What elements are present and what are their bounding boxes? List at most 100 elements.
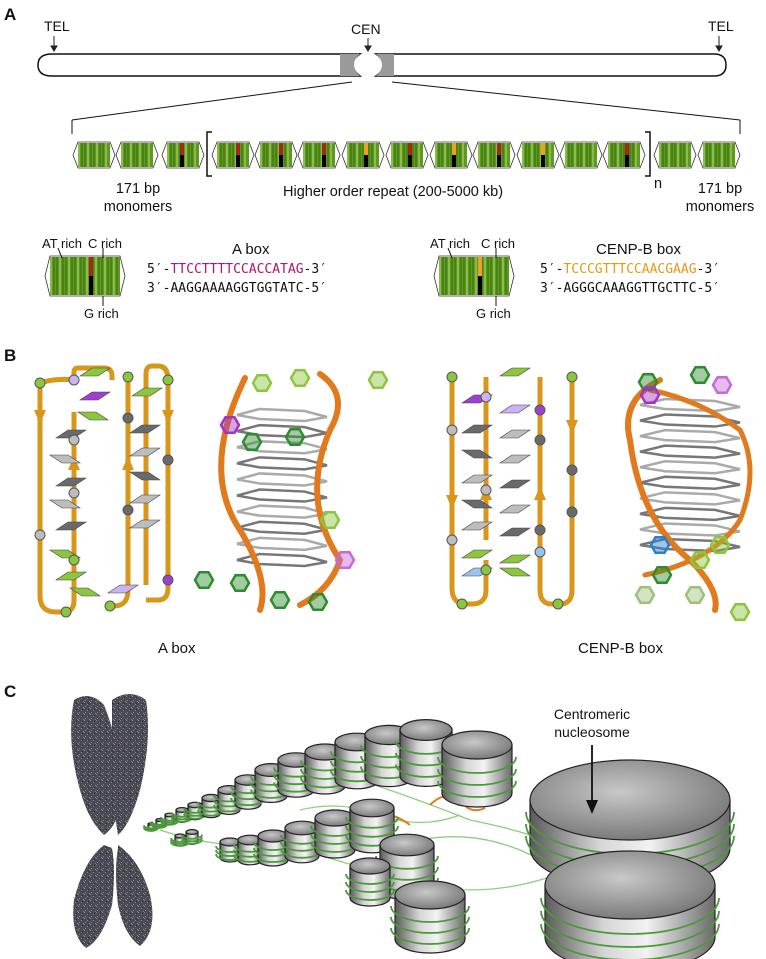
monomer-block [602,141,646,169]
base-stack [236,504,328,519]
nucleosome [345,857,395,907]
abox-g-rich-label: G rich [84,306,119,321]
g-quartet-base [499,454,531,464]
hor-label: Higher order repeat (200-5000 kb) [283,184,504,200]
g-quartet-base [129,519,161,529]
nucleotide-ring [269,590,291,610]
cenpb-at-rich-label: AT rich [430,236,470,251]
abox-c-rich-label: C rich [88,236,122,251]
nucleotide-ring [684,585,706,605]
g-quartet-base [55,571,87,581]
monomer-block [559,141,603,169]
cenpb-schematic [446,367,578,610]
g-quartet-base [461,521,493,531]
nucleosome-annotation-line1: Centromeric [553,706,631,722]
nucleotide-ring [639,385,661,405]
monomer-block [472,141,516,169]
abox-caption: A box [158,640,196,657]
monomer-block [516,141,560,169]
cenpb-top-strand: 5′-TCCCGTTTCCAACGAAG-3′ [540,262,721,277]
cenpb-bottom-strand: 3′-AGGGCAAAGGTTGCTTC-5′ [540,281,721,296]
nucleotide-ring [219,415,241,435]
nucleotide-ring [689,550,711,570]
base-stack [639,428,741,444]
nucleotide-ring [711,375,733,395]
monomer-block [433,255,515,297]
base-stack [639,444,741,459]
cenpb-helix-model [625,365,753,622]
nucleotide-ring [251,373,273,393]
monomers-left-line2: monomers [103,199,173,215]
g-quartet-base [461,424,493,434]
nucleotide-ring [307,592,329,612]
base-stack [639,475,741,491]
nucleosome [390,880,470,954]
nucleotide-ring [367,370,389,390]
abox-helix-model [193,368,389,613]
cenpb-c-rich-label: C rich [481,236,515,251]
monomers-right-line1: 171 bp [697,181,743,197]
g-quartet-base [499,479,531,489]
cenpb-caption: CENP-B box [578,640,664,657]
nucleotide-ring [729,602,751,622]
tel-left-label: TEL [44,18,70,34]
monomers-right-line2: monomers [685,199,755,215]
nucleotide-ring [649,535,671,555]
g-quartet-base [499,367,531,377]
g-quartet-base [79,367,111,377]
g-quartet-base [49,499,81,509]
g-quartet-base [107,584,139,594]
g-quartet-base [69,587,101,597]
g-quartet-base [129,494,161,504]
panel-a-label: A [4,5,17,24]
abox-top-sequence: TTCCTTTTCCACCATAG [170,262,304,277]
base-stack [236,456,328,471]
g-quartet-base [55,429,87,439]
abox-bottom-strand: 3′-AAGGAAAAGGTGGTATC-5′ [147,281,328,296]
base-stack [639,491,741,506]
g-quartet-base [461,474,493,484]
nucleosome [181,828,203,845]
cenpb-g-rich-label: G rich [476,306,511,321]
g-quartet-base [461,449,493,459]
g-quartet-base [131,387,163,397]
base-stack [639,413,741,428]
nucleotide-ring [634,585,656,605]
nucleotide-ring [193,570,215,590]
g-quartet-base [461,549,493,559]
g-quartet-base [49,454,81,464]
base-stack [236,536,328,552]
g-quartet-base [129,424,161,434]
abox-top-strand: 5′-TTCCTTTTCCACCATAG-3′ [147,262,328,277]
base-stack [236,488,328,503]
nucleotide-ring [241,432,263,452]
g-quartet-base [77,411,109,421]
g-quartet-base [129,471,161,481]
g-quartet-base [499,504,531,514]
g-quartet-base [55,477,87,487]
monomer-block [44,255,126,297]
g-quartet-base [55,521,87,531]
nucleosome [197,793,225,819]
base-stack [639,459,741,475]
nucleosome-annotation-line2: nucleosome [554,724,630,740]
nucleotide-ring [637,372,659,392]
panel-b-label: B [4,346,17,365]
nucleotide-ring [319,510,341,530]
monomer-block [341,141,385,169]
cenpb-title: CENP-B box [596,241,682,258]
monomer-block [653,141,697,169]
nucleosome [437,730,517,808]
hor-n-label: n [654,176,663,192]
monomer-block [72,141,116,169]
base-stack [639,397,741,413]
monomer-block [254,141,298,169]
panel-c-label: C [4,682,17,701]
g-quartet-base [499,404,531,414]
base-stack [236,472,328,487]
mitotic-chromosome [71,694,153,948]
abox-title: A box [232,241,270,258]
nucleotide-ring [229,573,251,593]
monomer-block [385,141,429,169]
